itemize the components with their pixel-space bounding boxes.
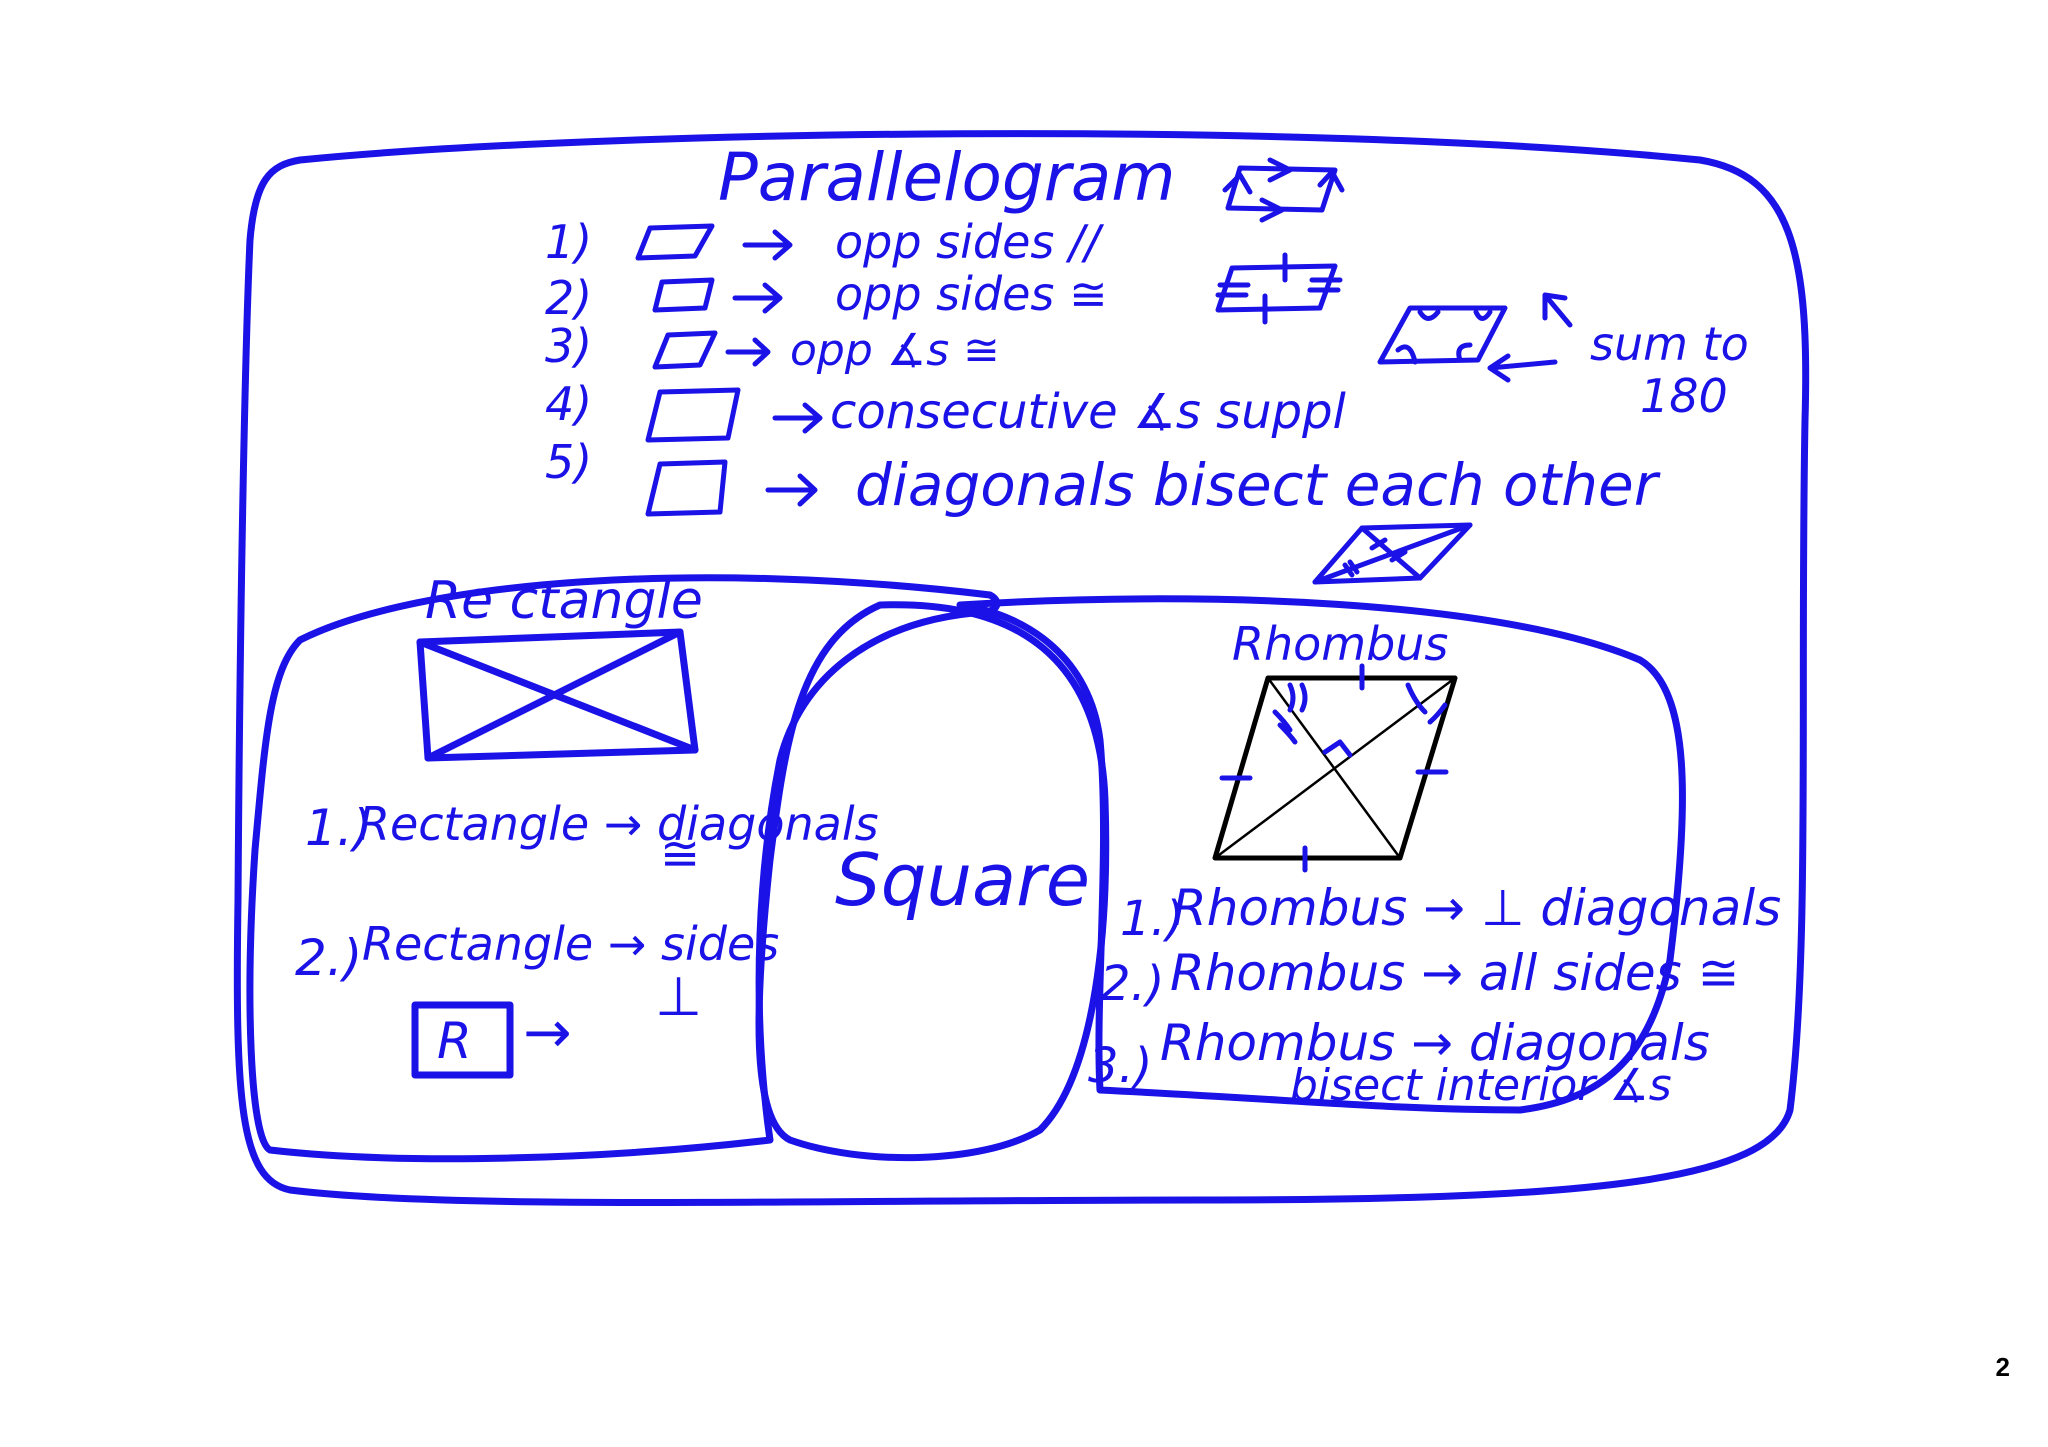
rectangle-letter-box	[411, 1001, 514, 1079]
property-number: 2)	[545, 271, 592, 325]
parallelogram-small-icon	[652, 330, 718, 370]
property-text-line2: bisect interior ∡s	[1290, 1060, 1672, 1111]
page-number: 2	[1995, 1352, 2010, 1382]
parallelogram-property-4: 4) consecutive ∡s suppl	[545, 377, 1347, 443]
rectangle-title: Re ctangle	[425, 571, 703, 631]
rectangle-implication: R →	[411, 998, 572, 1079]
square-region-outline	[755, 601, 1110, 1162]
parallelogram-region-outline	[233, 130, 1810, 1206]
parallelogram-property-2: 2) opp sides ≅	[545, 267, 1108, 325]
parallelogram-property-3: 3) opp ∡s ≅	[545, 319, 1000, 376]
parallelogram-small-icon	[645, 387, 741, 443]
property-text: opp sides //	[835, 215, 1104, 269]
consecutive-angles-sketch	[1377, 292, 1573, 383]
property-number: 1.)	[305, 799, 372, 857]
property-number: 3)	[545, 319, 592, 373]
parallel-sides-sketch	[1222, 157, 1345, 223]
rhombus-property-3: 3.) Rhombus → diagonals bisect interior …	[1088, 1014, 1710, 1111]
rectangle-letter: R	[437, 1012, 472, 1070]
rhombus-figure	[1212, 663, 1458, 873]
rhombus-title: Rhombus	[1232, 617, 1448, 671]
congruent-symbol: ≅	[660, 826, 700, 882]
square-title: Square	[835, 838, 1090, 922]
property-text: Rhombus → diagonals	[1160, 1014, 1710, 1072]
property-number: 2.)	[1100, 956, 1165, 1012]
parallelogram-property-5: 5) diagonals bisect each other	[545, 435, 1661, 519]
property-number: 1.)	[1120, 891, 1185, 947]
parallelogram-small-icon	[652, 277, 715, 313]
sum-note-line1: sum to	[1590, 317, 1749, 371]
rectangle-diagonals-sketch	[416, 628, 699, 762]
congruent-sides-sketch	[1215, 252, 1343, 325]
perpendicular-symbol: ⊥	[655, 965, 702, 1028]
rectangle-property-1: 1.) Rectangle → diagonals ≅	[305, 797, 879, 882]
property-number: 4)	[545, 377, 592, 431]
property-number: 3.)	[1088, 1038, 1153, 1094]
bisecting-diagonals-sketch	[1312, 522, 1473, 585]
property-text: Rhombus → ⊥ diagonals	[1172, 879, 1781, 937]
property-text: Rectangle → diagonals	[358, 797, 879, 851]
arrow-icon	[732, 282, 783, 314]
rhombus-property-2: 2.) Rhombus → all sides ≅	[1100, 944, 1739, 1012]
rhombus-diagonal	[1213, 676, 1457, 860]
sum-note-line2: 180	[1640, 369, 1728, 423]
property-number: 2.)	[295, 929, 362, 987]
property-text: opp ∡s ≅	[790, 325, 1000, 376]
property-text: Rhombus → all sides ≅	[1170, 944, 1739, 1002]
arrow-icon	[765, 473, 818, 507]
property-number: 1)	[545, 215, 592, 269]
property-text: diagonals bisect each other	[855, 451, 1661, 519]
rectangle-property-2: 2.) Rectangle → sides ⊥	[295, 917, 779, 1028]
implication-arrow: →	[523, 998, 572, 1066]
parallelogram-small-icon	[635, 223, 715, 261]
arrow-icon	[725, 337, 771, 367]
parallelogram-property-1: 1) opp sides //	[545, 215, 1104, 269]
arrow-icon	[772, 402, 823, 434]
property-number: 5)	[545, 435, 592, 489]
property-text: consecutive ∡s suppl	[830, 384, 1347, 440]
parallelogram-small-icon	[645, 459, 728, 517]
property-text: Rectangle → sides	[362, 917, 779, 971]
rhombus-property-1: 1.) Rhombus → ⊥ diagonals	[1120, 879, 1781, 947]
property-text: opp sides ≅	[835, 267, 1108, 321]
arrow-icon	[742, 229, 793, 261]
parallelogram-title: Parallelogram	[718, 139, 1176, 216]
